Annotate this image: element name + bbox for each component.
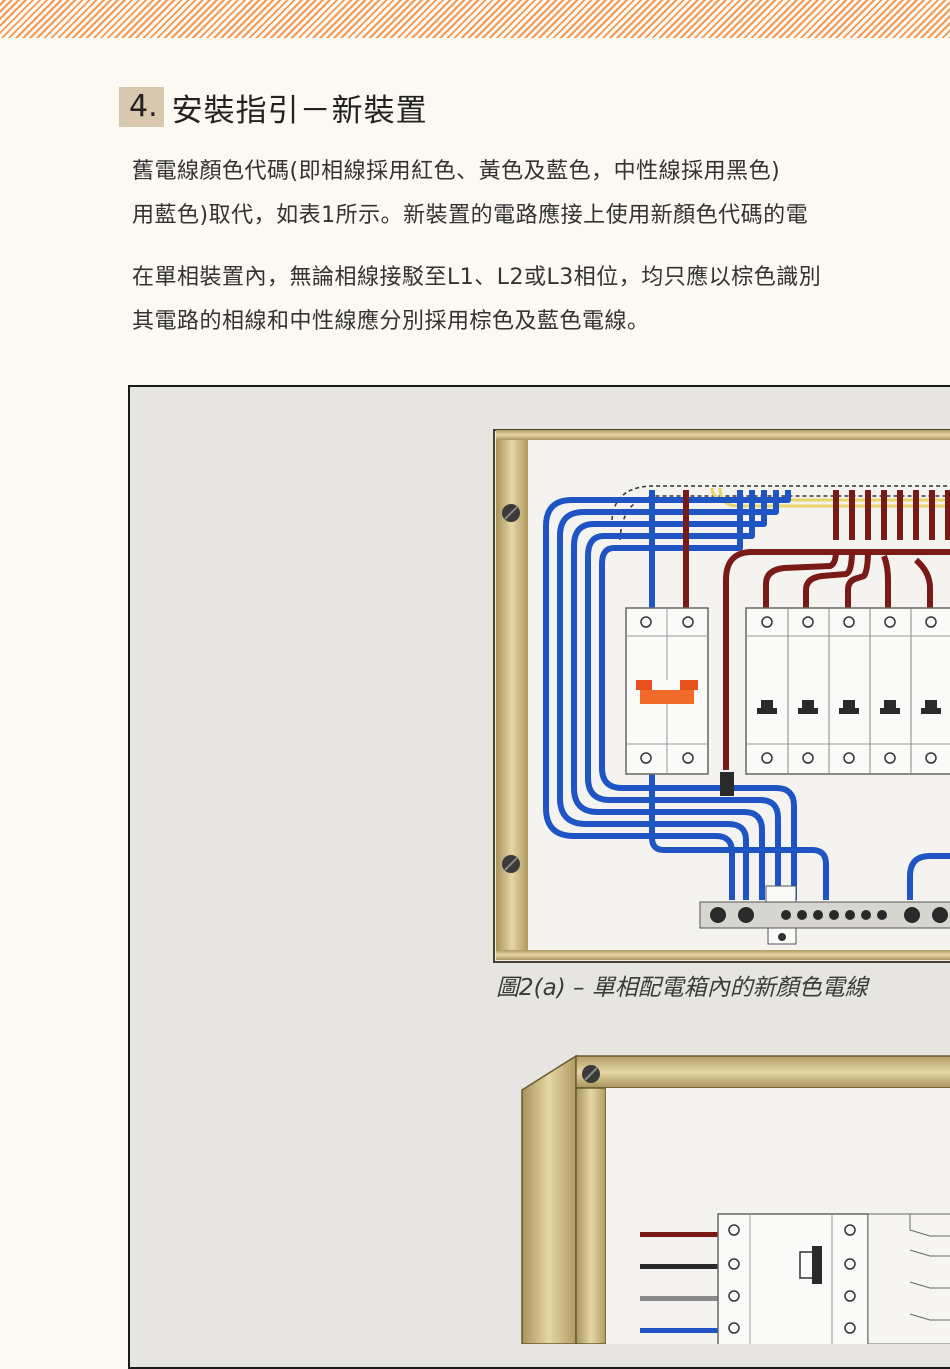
section-heading: 4. 安裝指引－新裝置	[119, 86, 428, 129]
screw-icon	[502, 504, 520, 522]
supply-wires	[640, 1232, 720, 1333]
section-number: 4.	[119, 87, 164, 127]
figure-caption: 圖2(a) – 單相配電箱內的新顏色電線	[496, 975, 868, 1001]
main-switch	[625, 607, 709, 775]
paragraph-line: 在單相裝置內，無論相線接駁至L1、L2或L3相位，均只應以棕色識別	[132, 265, 822, 290]
paragraph-line: 用藍色)取代，如表1所示。新裝置的電路應接上使用新顏色代碼的電	[132, 203, 809, 228]
sleeve	[720, 772, 734, 796]
screw-icon	[582, 1065, 600, 1083]
mcb-toggles	[757, 700, 941, 714]
paragraph-line: 其電路的相線和中性線應分別採用棕色及藍色電線。	[132, 309, 650, 334]
neutral-terminal-bar	[699, 885, 950, 945]
mcb-row	[745, 607, 950, 775]
paragraph-1: 舊電線顏色代碼(即相線採用紅色、黃色及藍色，中性線採用黑色) 用藍色)取代，如表…	[132, 150, 950, 238]
screw-icon	[502, 855, 520, 873]
terminal-block-right	[867, 1213, 950, 1344]
isolator-switch	[717, 1213, 869, 1344]
mcb-terminals	[761, 616, 937, 764]
paragraph-2: 在單相裝置內，無論相線接駁至L1、L2或L3相位，均只應以棕色識別 其電路的相線…	[132, 256, 950, 344]
cable-entry	[611, 485, 950, 521]
section-title: 安裝指引－新裝置	[171, 92, 428, 129]
neutral-wires	[543, 490, 950, 900]
stripe-fade	[0, 38, 950, 48]
paragraph-line: 舊電線顏色代碼(即相線採用紅色、黃色及藍色，中性線採用黑色)	[132, 159, 781, 184]
phase-wires	[683, 490, 950, 770]
